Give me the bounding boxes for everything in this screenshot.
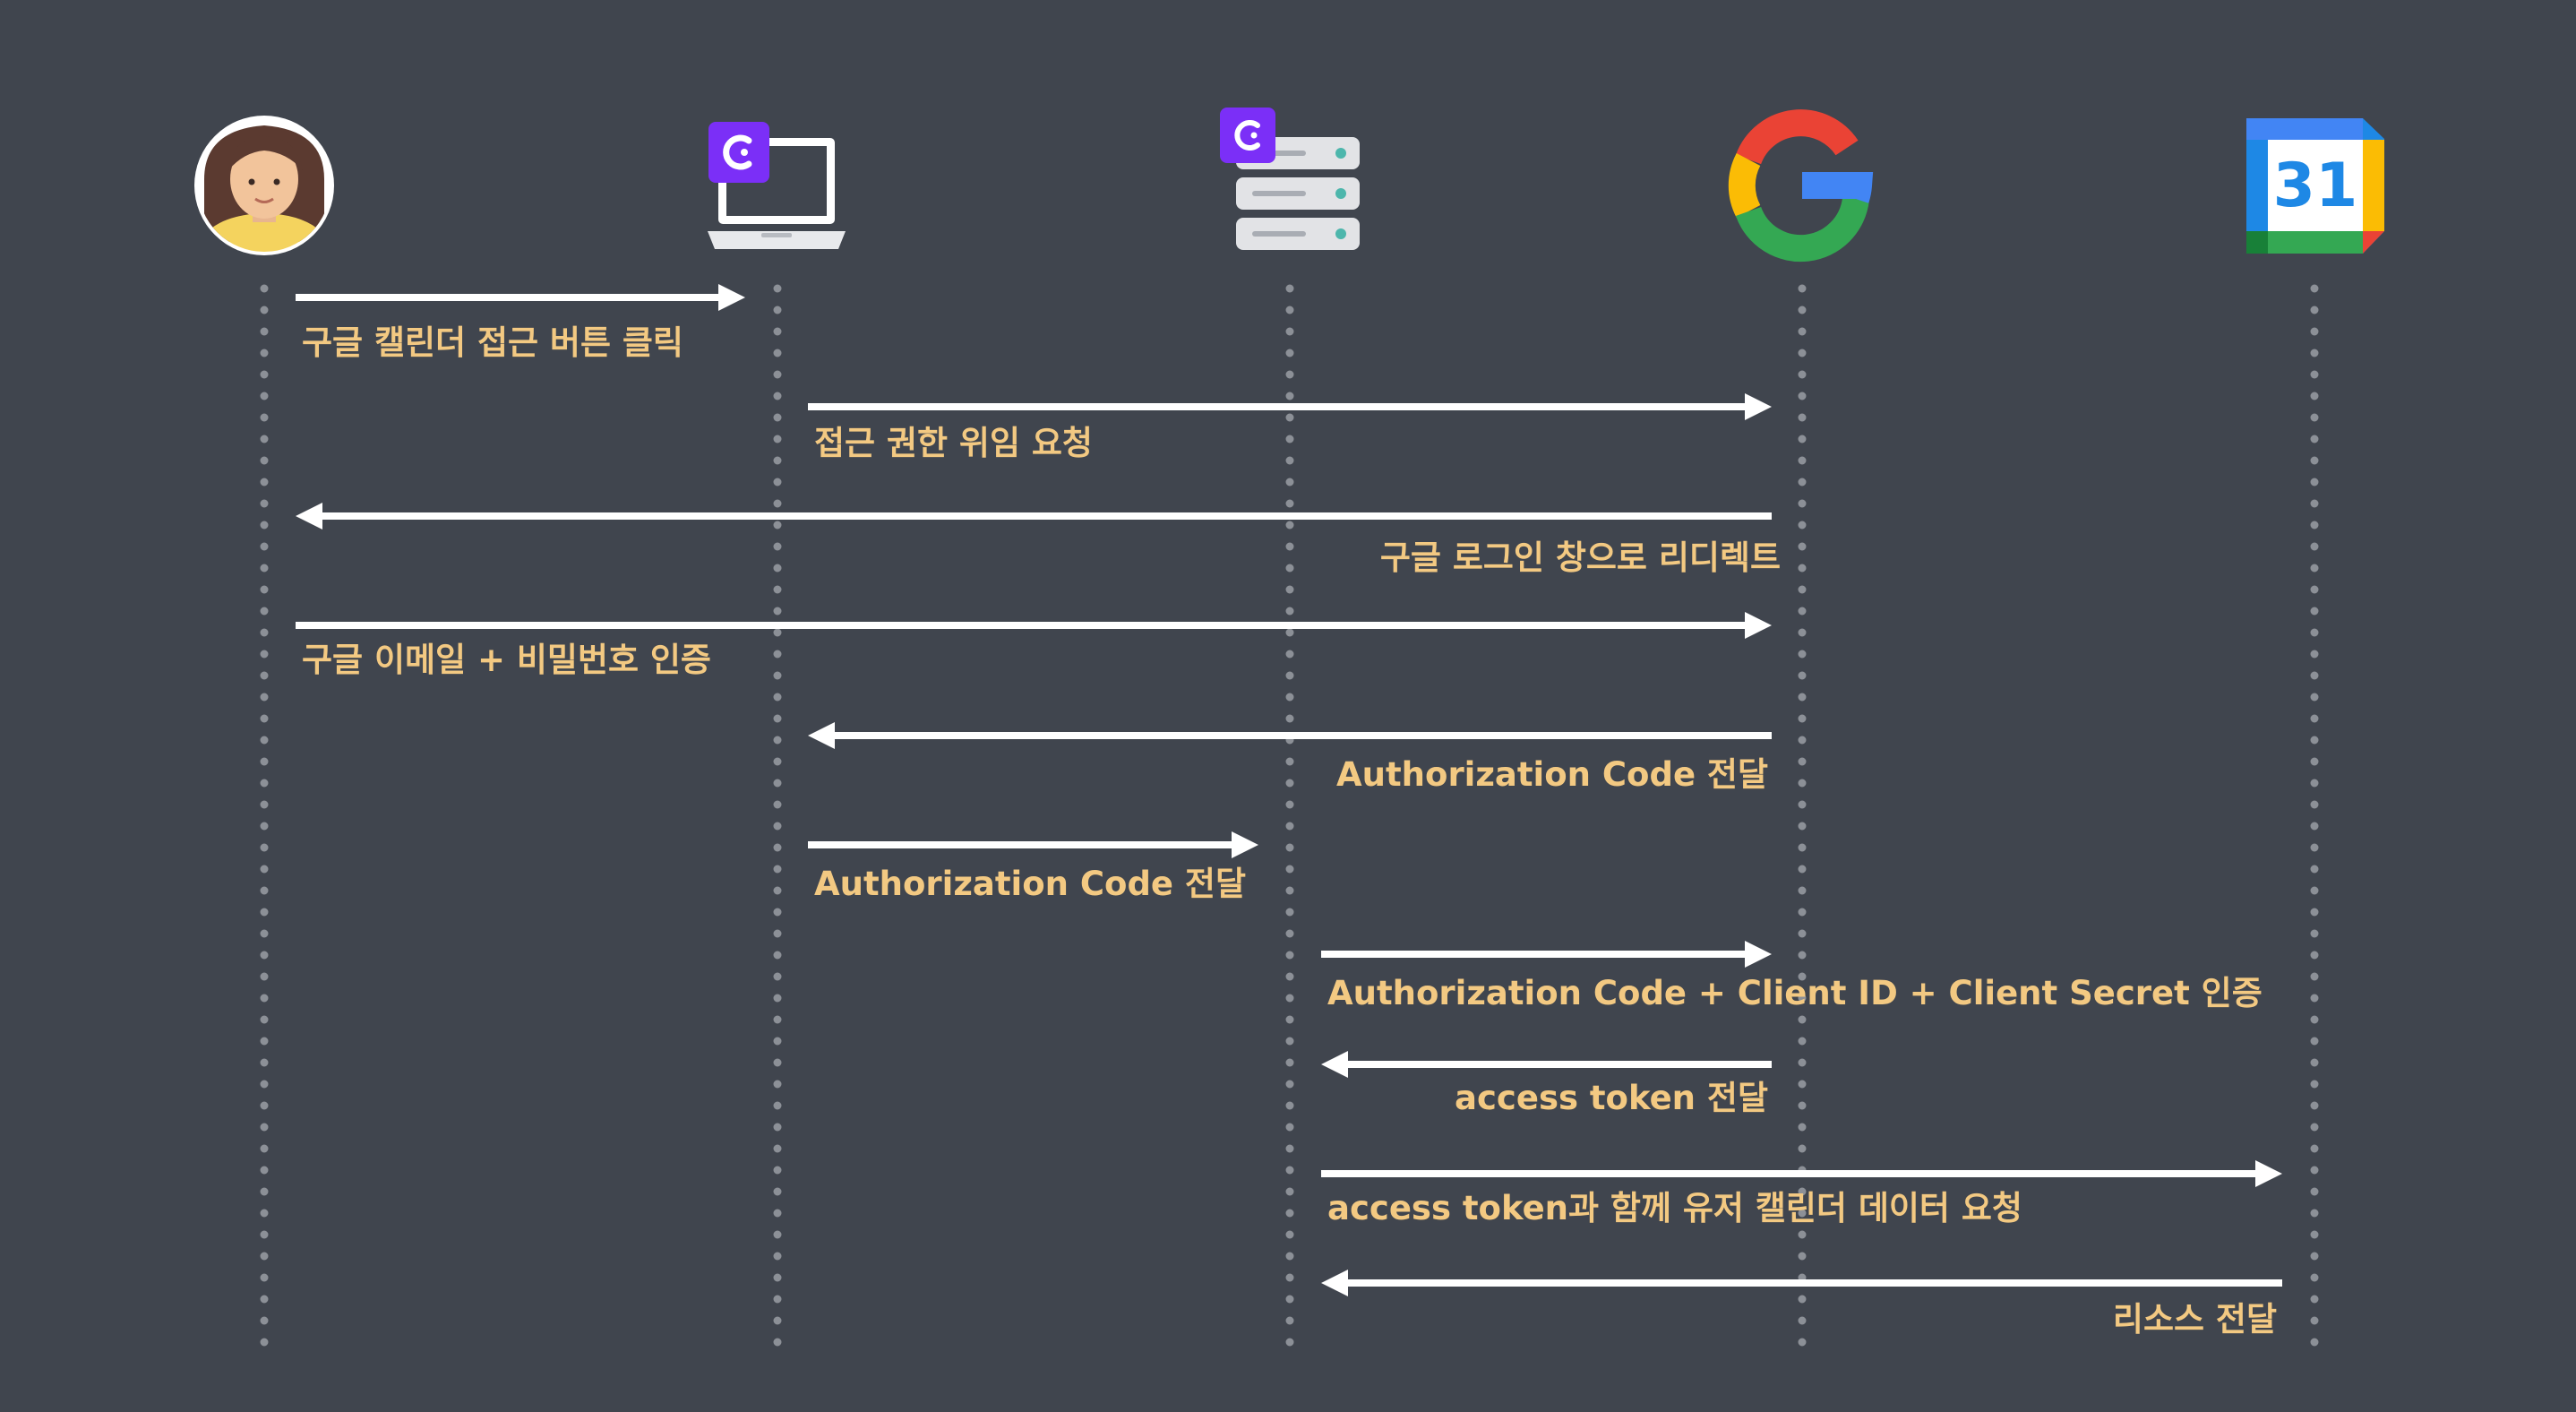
calendar-day-number: 31 (2272, 151, 2358, 221)
arrow-head (296, 503, 322, 530)
message-label: 리소스 전달 (2112, 1300, 2277, 1339)
arrow-head (1745, 941, 1772, 968)
arrow-head (718, 284, 745, 311)
message-label: 구글 캘린더 접근 버튼 클릭 (302, 323, 683, 362)
arrow-head (1232, 831, 1258, 858)
arrow-head (1321, 1051, 1348, 1078)
message-label: 접근 권한 위임 요청 (814, 424, 1093, 462)
message-label: Authorization Code + Client ID + Client … (1327, 974, 2263, 1012)
arrow-head (808, 722, 835, 749)
message-label: access token 전달 (1455, 1079, 1768, 1117)
arrow-head (1745, 393, 1772, 420)
google-icon (1728, 109, 1874, 263)
arrow-head (1745, 612, 1772, 639)
message-label: access token과 함께 유저 캘린더 데이터 요청 (1327, 1189, 2022, 1227)
message-label: Authorization Code 전달 (814, 865, 1246, 903)
user-avatar-icon (194, 116, 334, 255)
google-calendar-icon (2246, 118, 2384, 254)
app-logo-icon (708, 122, 769, 183)
message-label: 구글 로그인 창으로 리디렉트 (1379, 538, 1781, 577)
message-label: 구글 이메일 + 비밀번호 인증 (302, 641, 711, 679)
arrow-head (1321, 1270, 1348, 1296)
arrow-head (2255, 1160, 2282, 1187)
app-logo-icon-server (1220, 108, 1275, 163)
message-label: Authorization Code 전달 (1336, 755, 1768, 794)
